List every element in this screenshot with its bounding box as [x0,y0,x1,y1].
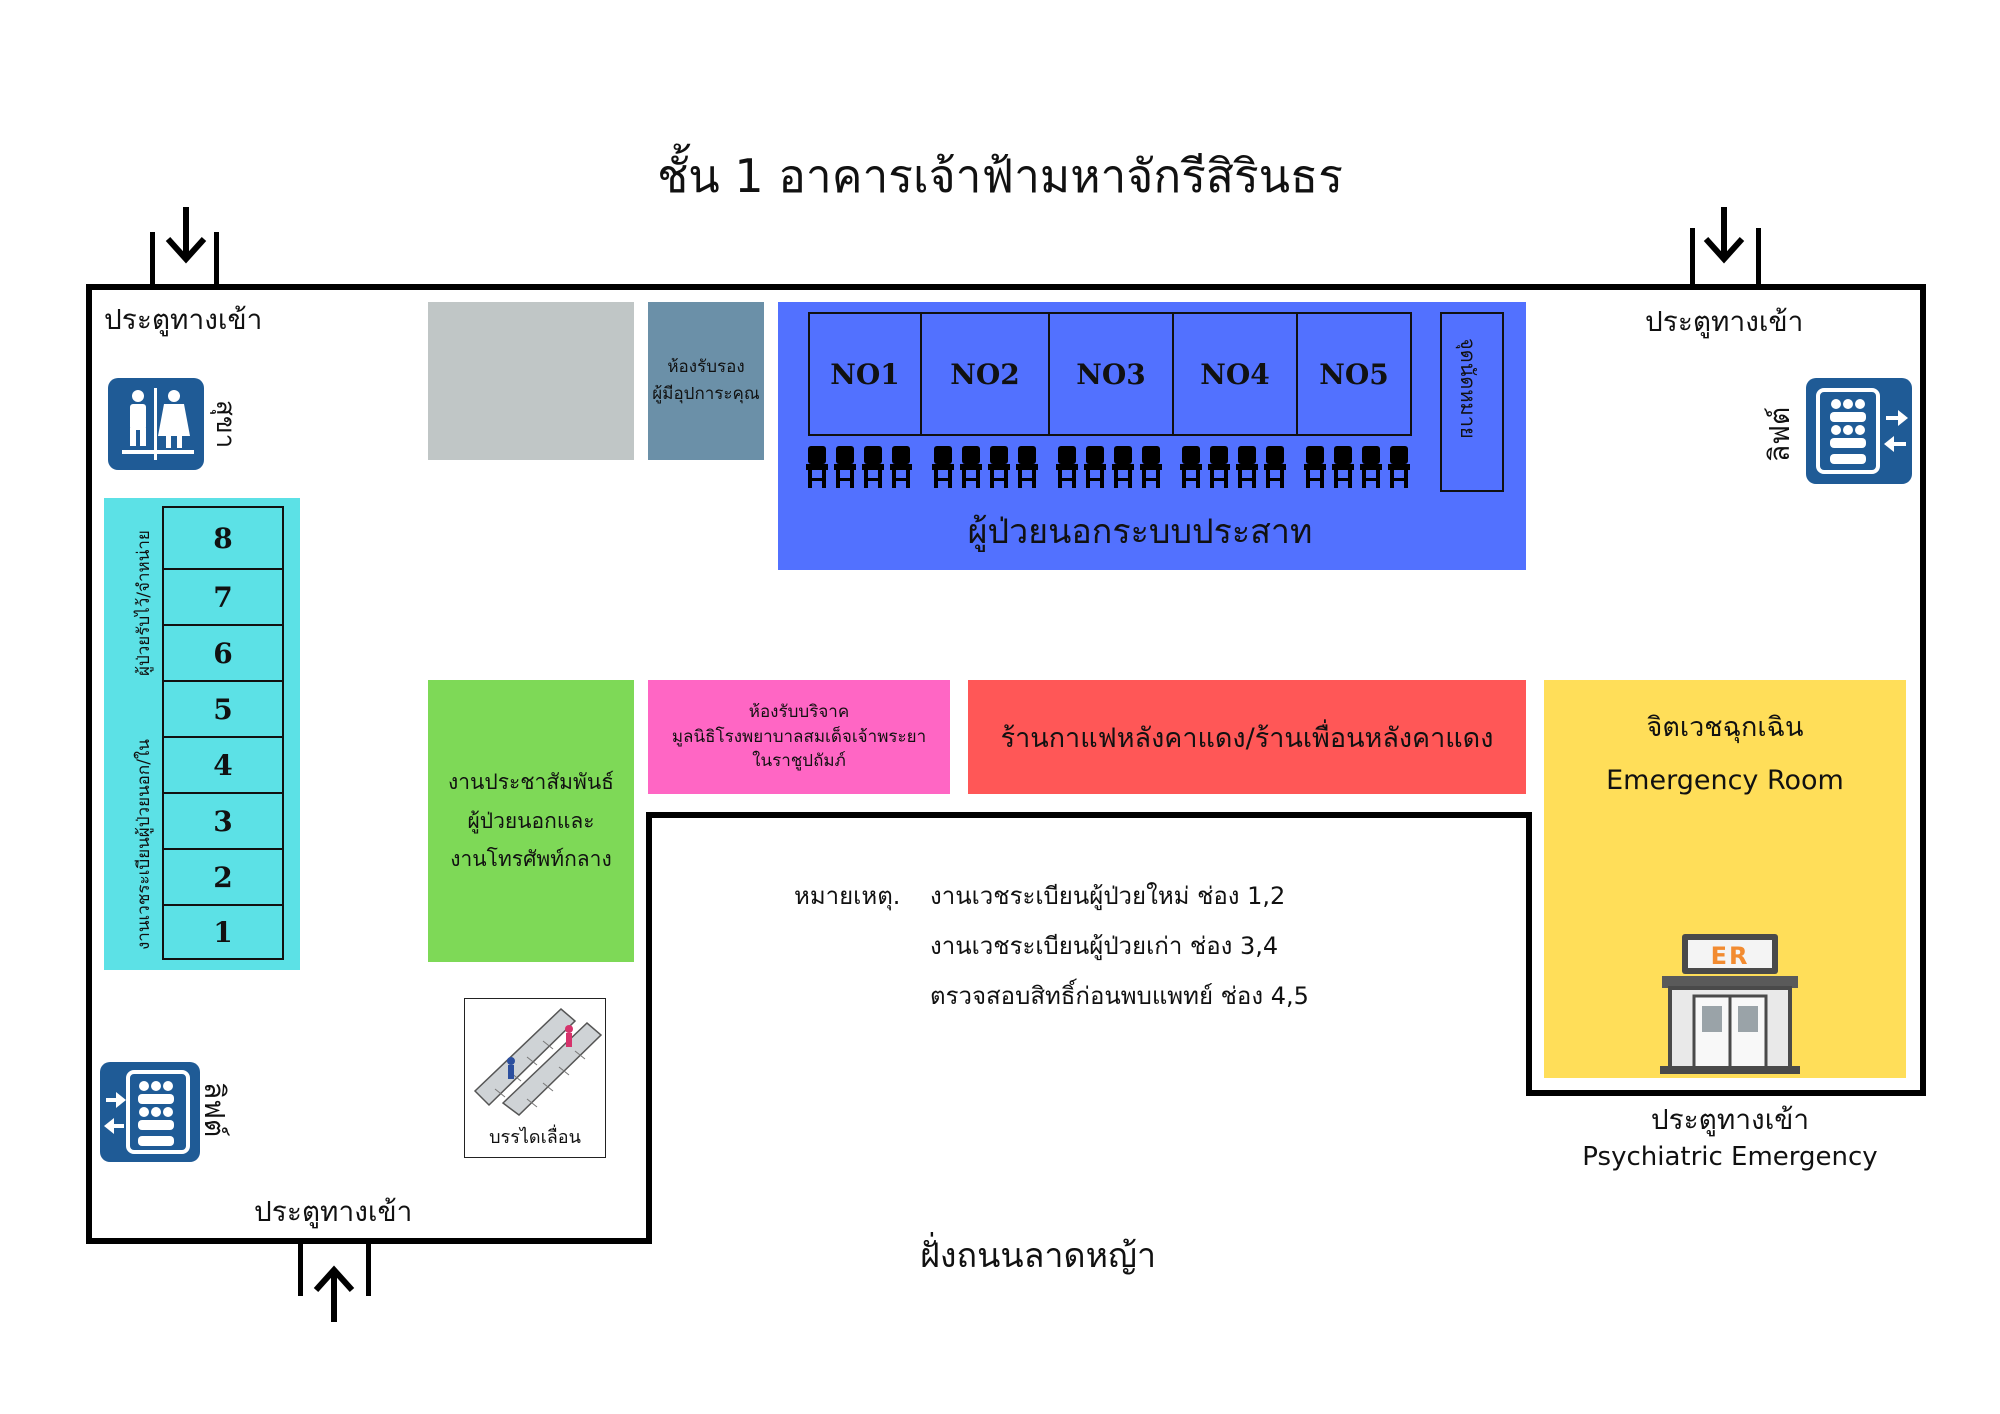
exam-room-no4[interactable]: NO4 [1172,312,1298,436]
grey-room [428,302,634,460]
donation-room: ห้องรับบริจาค มูลนิธิโรงพยาบาลสมเด็จเจ้า… [648,680,950,794]
registration-label-line2: ผู้ป่วยรับไว้/จำหน่าย [134,530,154,676]
er-sign-label: ER [1710,942,1750,970]
notes-line-1: งานเวชระเบียนผู้ป่วยใหม่ ช่อง 1,2 [930,882,1286,910]
exam-room-no1[interactable]: NO1 [808,312,922,436]
lift-icon [100,1062,200,1162]
registration-area [104,498,300,970]
escalator-label: บรรไดเลื่อน [489,1127,581,1148]
restroom-label: สุขา [210,400,240,449]
notes-heading: หมายเหตุ. [794,882,901,910]
entrance-label-top-right: ประตูทางเข้า [1645,305,1804,338]
registration-label-line1: งานเวชระเบียนผู้ป่วยนอก/ใน [134,739,154,950]
notes-line-2: งานเวชระเบียนผู้ป่วยเก่า ช่อง 3,4 [930,932,1279,960]
restroom-icon [108,378,204,470]
neuro-clinic-area [778,302,1526,570]
escalator-box: บรรไดเลื่อน [464,998,606,1158]
street-label: ฝั่งถนนลาดหญ้า [920,1236,1157,1276]
counter-3[interactable]: 3 [162,792,284,850]
lift-label-right: ลิฟต์ [1763,406,1796,462]
entrance-arrow-down-icon [165,207,207,264]
counter-8[interactable]: 8 [162,506,284,570]
map-title: ชั้น 1 อาคารเจ้าฟ้ามหาจักรีสิรินธร [657,149,1343,203]
waiting-chairs-icon [806,446,1410,488]
counter-6[interactable]: 6 [162,624,284,682]
exam-room-no3[interactable]: NO3 [1048,312,1174,436]
lift-label-left: ลิฟต์ [198,1082,231,1138]
exam-room-no5[interactable]: NO5 [1296,312,1412,436]
entrance-arrow-up-icon [313,1265,355,1322]
counter-2[interactable]: 2 [162,848,284,906]
emergency-room-icon [1660,934,1800,1074]
counter-5[interactable]: 5 [162,680,284,738]
entrance-label-top-left: ประตูทางเข้า [104,303,263,336]
appointment-point-label: จุดนัดหมาย [1456,338,1480,439]
entrance-arrow-down-icon [1703,207,1745,264]
counter-4[interactable]: 4 [162,736,284,794]
pr-telephone-room: งานประชาสัมพันธ์ ผู้ป่วยนอกและ งานโทรศัพ… [428,680,634,962]
counter-1[interactable]: 1 [162,904,284,960]
escalator-icon [473,1007,603,1116]
lift-icon [1806,378,1912,484]
exam-room-no2[interactable]: NO2 [920,312,1050,436]
cafe-room: ร้านกาแฟหลังคาแดง/ร้านเพื่อนหลังคาแดง [968,680,1526,794]
entrance-label-bottom-left: ประตูทางเข้า [254,1195,413,1228]
entrance-label-psychiatric: ประตูทางเข้า Psychiatric Emergency [1582,1103,1878,1172]
notes-line-3: ตรวจสอบสิทธิ์ก่อนพบแพทย์ ช่อง 4,5 [930,982,1309,1010]
neuro-clinic-label: ผู้ป่วยนอกระบบประสาท [967,512,1313,552]
counter-7[interactable]: 7 [162,568,284,626]
vip-reception-room: ห้องรับรองผู้มีอุปการะคุณ [648,302,764,460]
appointment-point-box[interactable] [1440,312,1504,492]
